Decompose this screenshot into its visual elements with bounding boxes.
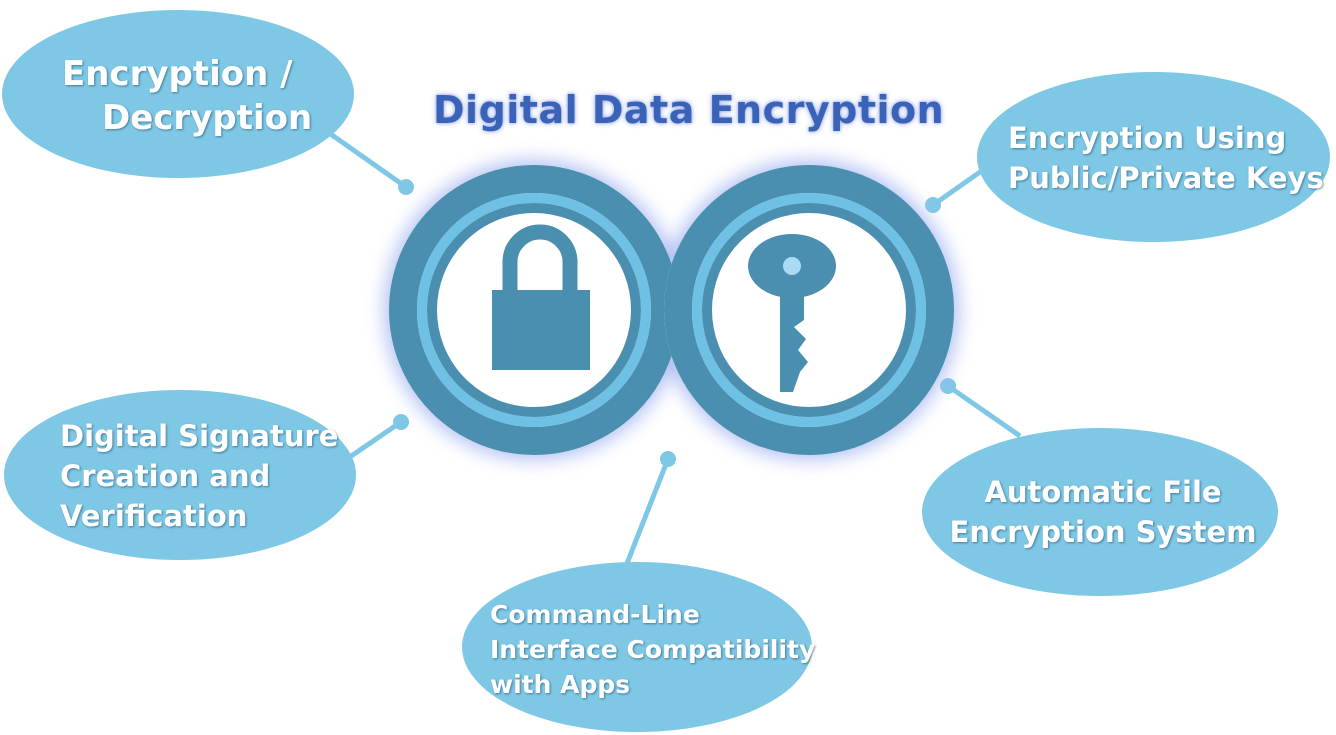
node-line: Interface Compatibility	[490, 634, 816, 664]
connector-dot	[660, 451, 676, 467]
node-line: Verification	[60, 499, 248, 533]
node-encryption-decryption: Encryption / Decryption	[2, 10, 354, 178]
connector-automatic-file	[946, 383, 1022, 439]
connector-dot	[940, 378, 956, 394]
connector-command-line	[623, 458, 671, 567]
node-line: Digital Signature	[60, 419, 339, 453]
node-automatic-file-encryption: Automatic File Encryption System	[922, 428, 1278, 596]
node-line: Encryption Using	[1008, 121, 1287, 155]
node-line: Encryption System	[949, 515, 1257, 549]
node-line: Creation and	[60, 459, 271, 493]
diagram-title: Digital Data Encryption	[433, 88, 945, 132]
node-line: Automatic File	[984, 475, 1222, 509]
connector-dot	[398, 179, 414, 195]
connector-dot	[393, 414, 409, 430]
node-command-line-compatibility: Command-Line Interface Compatibility wit…	[462, 562, 816, 732]
node-line: Decryption	[102, 98, 313, 138]
padlock-icon	[492, 224, 590, 370]
node-public-private-keys: Encryption Using Public/Private Keys	[977, 72, 1330, 242]
infinity-emblem	[384, 160, 959, 460]
node-digital-signature: Digital Signature Creation and Verificat…	[4, 390, 356, 560]
key-icon	[748, 234, 836, 392]
node-line: with Apps	[490, 669, 631, 699]
node-line: Encryption /	[62, 54, 293, 94]
node-line: Public/Private Keys	[1008, 161, 1324, 195]
connector-dot	[925, 197, 941, 213]
node-line: Command-Line	[490, 599, 700, 629]
connector-encryption-decryption	[320, 125, 408, 190]
